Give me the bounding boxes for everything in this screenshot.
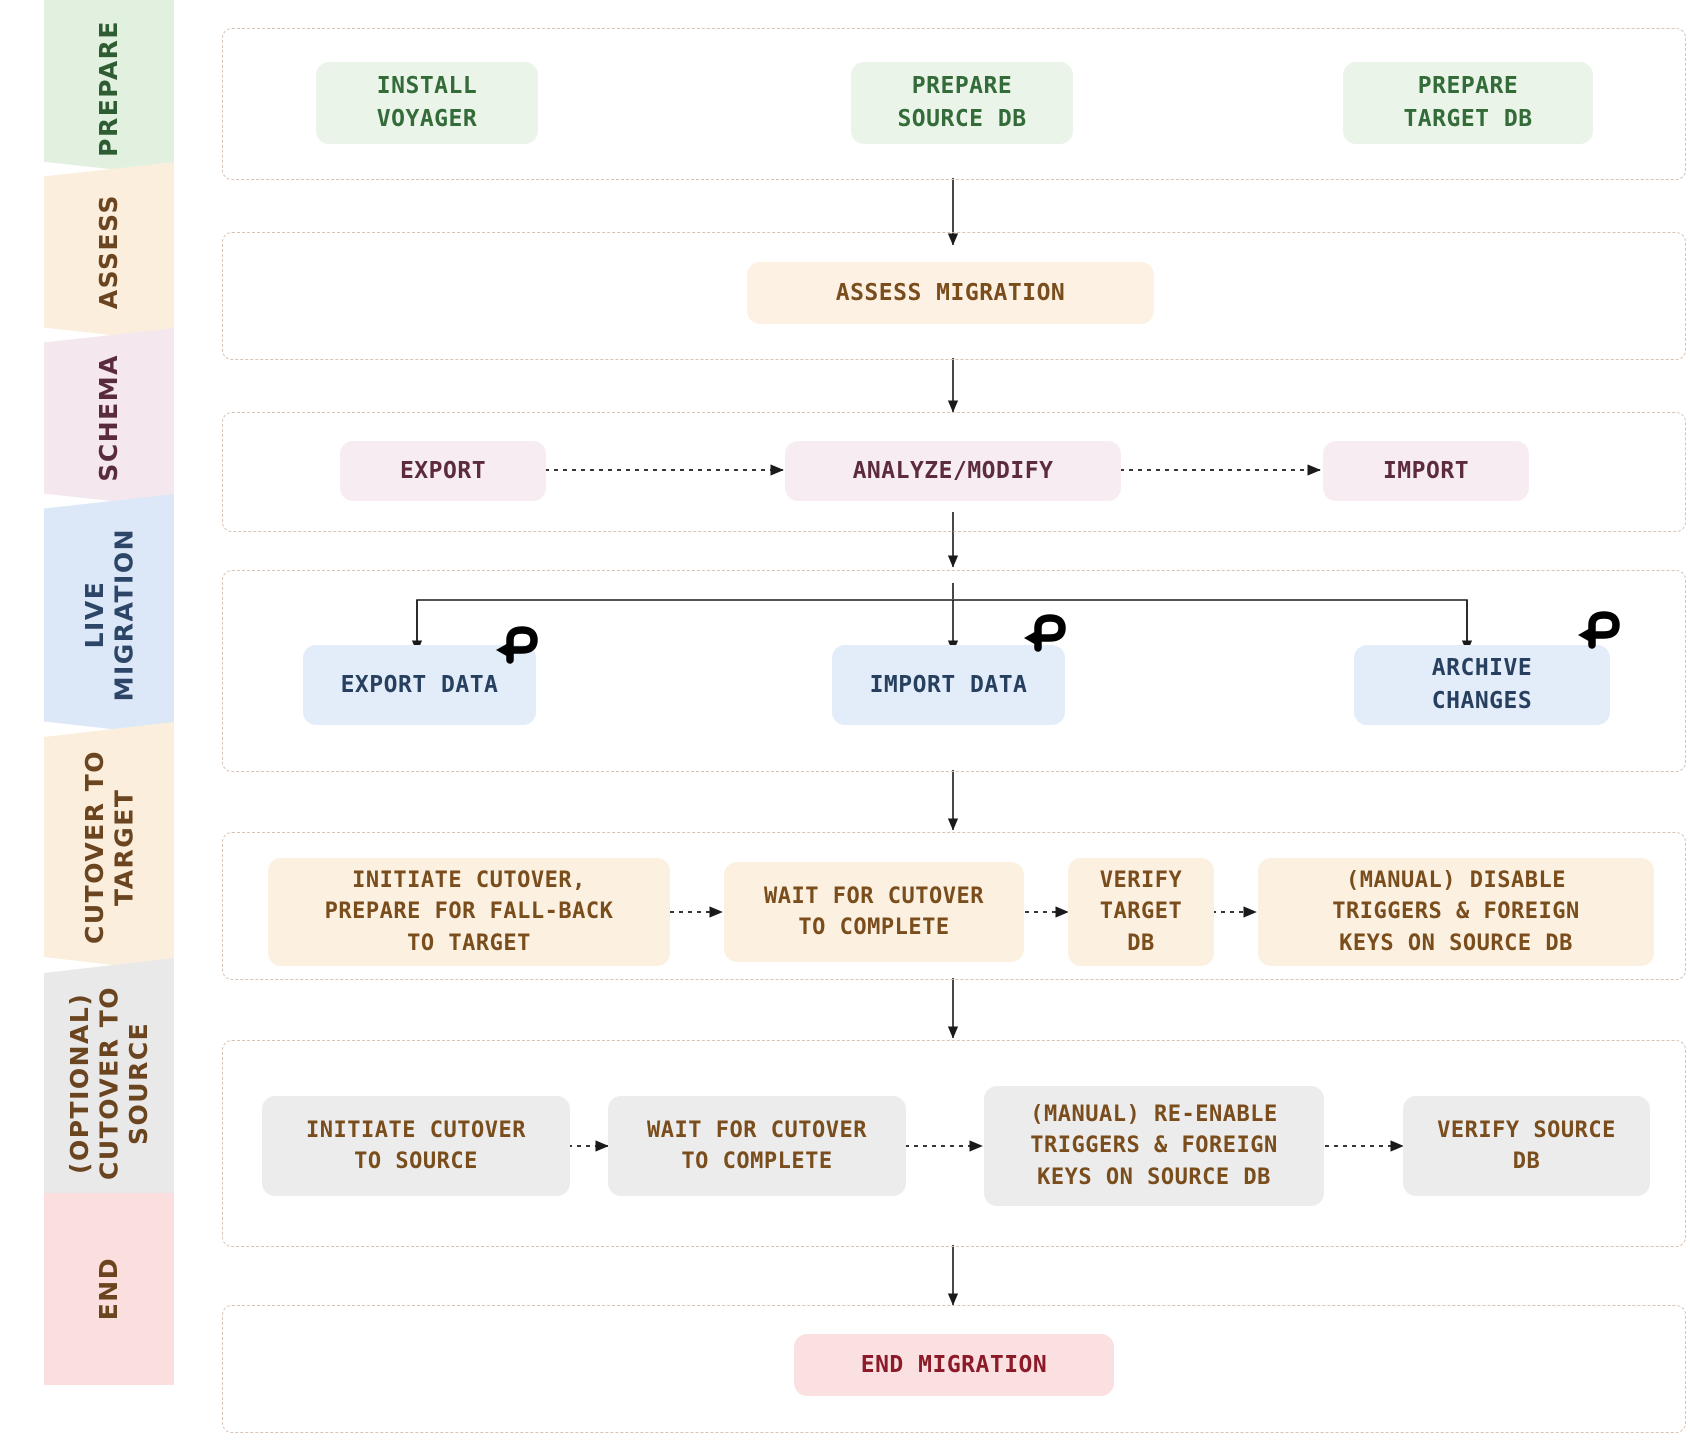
- node-verify-target-db[interactable]: VERIFY TARGET DB: [1068, 858, 1214, 966]
- node-label: EXPORT: [399, 457, 487, 484]
- node-archive-changes[interactable]: ARCHIVE CHANGES: [1354, 645, 1610, 725]
- lane-cutover-source: [222, 1040, 1686, 1247]
- node-label: (MANUAL) RE-ENABLE TRIGGERS & FOREIGN KE…: [1030, 1102, 1278, 1190]
- lane-cutover-target: [222, 832, 1686, 980]
- node-label: INSTALL VOYAGER: [376, 73, 478, 132]
- node-label: ASSESS MIGRATION: [835, 279, 1066, 306]
- node-schema-export[interactable]: EXPORT: [340, 441, 546, 501]
- stage-label-schema: SCHEMA: [94, 354, 124, 482]
- node-label: PREPARE TARGET DB: [1403, 73, 1533, 132]
- node-label: EXPORT DATA: [340, 671, 499, 698]
- node-prepare-source-db[interactable]: PREPARE SOURCE DB: [851, 62, 1073, 144]
- stage-band-schema[interactable]: SCHEMA: [44, 328, 174, 508]
- loop-repeat-icon: [1016, 608, 1080, 660]
- node-label: VERIFY TARGET DB: [1099, 868, 1183, 956]
- stage-band-cutover-target[interactable]: CUTOVER TO TARGET: [44, 722, 174, 972]
- node-label: END MIGRATION: [860, 1351, 1048, 1378]
- node-schema-analyze-modify[interactable]: ANALYZE/MODIFY: [785, 441, 1121, 501]
- node-label: IMPORT: [1382, 457, 1470, 484]
- lane-assess: [222, 232, 1686, 360]
- node-label: WAIT FOR CUTOVER TO COMPLETE: [764, 883, 984, 940]
- node-initiate-cutover-source[interactable]: INITIATE CUTOVER TO SOURCE: [262, 1096, 570, 1196]
- stage-label-end: END: [94, 1257, 124, 1321]
- node-label: PREPARE SOURCE DB: [897, 73, 1027, 132]
- node-initiate-cutover-target[interactable]: INITIATE CUTOVER, PREPARE FOR FALL-BACK …: [268, 858, 670, 966]
- node-label: (MANUAL) DISABLE TRIGGERS & FOREIGN KEYS…: [1332, 868, 1580, 956]
- stage-label-assess: ASSESS: [94, 194, 124, 310]
- node-label: ANALYZE/MODIFY: [852, 457, 1054, 484]
- stage-label-prepare: PREPARE: [94, 19, 124, 157]
- node-prepare-target-db[interactable]: PREPARE TARGET DB: [1343, 62, 1593, 144]
- node-verify-source-db[interactable]: VERIFY SOURCE DB: [1403, 1096, 1650, 1196]
- node-export-data[interactable]: EXPORT DATA: [303, 645, 536, 725]
- node-label: INITIATE CUTOVER, PREPARE FOR FALL-BACK …: [324, 868, 614, 956]
- node-import-data[interactable]: IMPORT DATA: [832, 645, 1065, 725]
- lane-schema: [222, 412, 1686, 532]
- stage-ribbon: PREPARE ASSESS SCHEMA LIVE MIGRATION CUT…: [44, 0, 174, 1405]
- lane-live-migration: [222, 570, 1686, 772]
- node-end-migration[interactable]: END MIGRATION: [794, 1334, 1114, 1396]
- node-wait-cutover-source[interactable]: WAIT FOR CUTOVER TO COMPLETE: [608, 1096, 906, 1196]
- stage-band-assess[interactable]: ASSESS: [44, 162, 174, 342]
- stage-band-cutover-source[interactable]: (OPTIONAL) CUTOVER TO SOURCE: [44, 958, 174, 1208]
- node-reenable-triggers[interactable]: (MANUAL) RE-ENABLE TRIGGERS & FOREIGN KE…: [984, 1086, 1324, 1206]
- stage-label-live-migration: LIVE MIGRATION: [79, 528, 139, 702]
- node-label: ARCHIVE CHANGES: [1431, 655, 1533, 714]
- node-schema-import[interactable]: IMPORT: [1323, 441, 1529, 501]
- loop-repeat-icon: [488, 620, 552, 672]
- stage-label-cutover-source: (OPTIONAL) CUTOVER TO SOURCE: [64, 986, 153, 1180]
- stage-band-live-migration[interactable]: LIVE MIGRATION: [44, 494, 174, 736]
- stage-label-cutover-target: CUTOVER TO TARGET: [79, 750, 139, 944]
- node-label: IMPORT DATA: [869, 671, 1028, 698]
- node-label: WAIT FOR CUTOVER TO COMPLETE: [647, 1117, 867, 1174]
- node-install-voyager[interactable]: INSTALL VOYAGER: [316, 62, 538, 144]
- lane-prepare: [222, 28, 1686, 180]
- loop-repeat-icon: [1570, 605, 1634, 657]
- node-label: INITIATE CUTOVER TO SOURCE: [306, 1117, 526, 1174]
- node-disable-triggers[interactable]: (MANUAL) DISABLE TRIGGERS & FOREIGN KEYS…: [1258, 858, 1654, 966]
- node-assess-migration[interactable]: ASSESS MIGRATION: [747, 262, 1154, 324]
- node-label: VERIFY SOURCE DB: [1437, 1117, 1616, 1174]
- stage-band-prepare[interactable]: PREPARE: [44, 0, 174, 176]
- stage-band-end[interactable]: END: [44, 1193, 174, 1385]
- node-wait-cutover-target[interactable]: WAIT FOR CUTOVER TO COMPLETE: [724, 862, 1024, 962]
